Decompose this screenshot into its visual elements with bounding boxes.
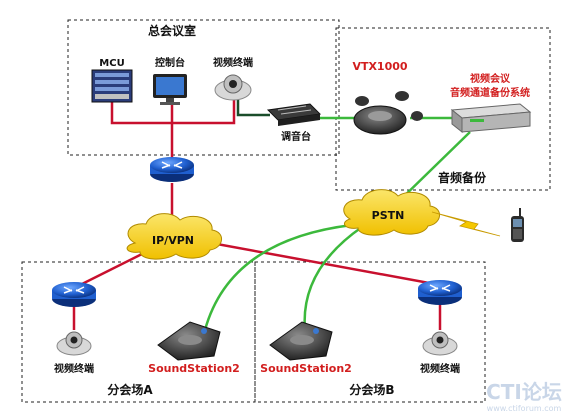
red-links xyxy=(72,98,442,330)
hq-zone-box xyxy=(67,19,340,156)
branch-a-video-terminal-label: 视频终端 xyxy=(54,362,94,375)
lightning-icon xyxy=(431,211,501,237)
mcu-device-icon xyxy=(91,69,133,103)
dark-links xyxy=(236,100,270,117)
hq-video-terminal-label: 视频终端 xyxy=(213,56,253,69)
ipvpn-label: IP/VPN xyxy=(152,234,194,247)
branch-b-zone-title: 分会场B xyxy=(349,382,394,397)
branch-b-video-terminal-label: 视频终端 xyxy=(420,362,460,375)
branch-a-soundstation-label: SoundStation2 xyxy=(148,362,240,375)
branch-b-zone-box xyxy=(254,261,486,403)
backup-system-box-icon xyxy=(450,103,532,134)
router-branch-b-icon xyxy=(418,280,462,305)
pstn-cloud xyxy=(343,189,440,236)
console-label: 控制台 xyxy=(155,56,185,69)
mixer-icon xyxy=(266,103,322,126)
console-monitor-icon xyxy=(153,74,187,105)
hq-camera-icon xyxy=(214,74,252,101)
branch-a-zone-title: 分会场A xyxy=(107,382,153,397)
audio-backup-zone-title: 音频备份 xyxy=(438,170,487,185)
vtx1000-label: VTX1000 xyxy=(352,60,407,73)
audio-backup-zone-box xyxy=(335,27,551,191)
backup-system-label-line2: 音频通道备份系统 xyxy=(450,86,530,99)
router-branch-a-icon xyxy=(52,282,96,307)
branch-a-camera-icon xyxy=(56,331,92,356)
branch-a-soundstation-icon xyxy=(157,321,221,361)
watermark-brand: CTI论坛 xyxy=(486,380,562,404)
vtx1000-phone-icon xyxy=(353,91,423,135)
branch-b-soundstation-icon xyxy=(269,321,333,361)
branch-b-soundstation-label: SoundStation2 xyxy=(260,362,352,375)
backup-system-label-line1: 视频会议 xyxy=(470,72,511,85)
pstn-label: PSTN xyxy=(372,209,405,222)
mobile-phone-icon xyxy=(511,208,524,242)
ipvpn-cloud xyxy=(126,213,222,260)
hq-zone-title: 总会议室 xyxy=(148,23,196,38)
watermark-url: www.ctiforum.com xyxy=(487,404,562,413)
router-hq-icon xyxy=(150,157,194,182)
mixer-label: 调音台 xyxy=(281,130,311,143)
mcu-label: MCU xyxy=(99,58,124,69)
branch-a-zone-box xyxy=(21,261,256,403)
branch-b-camera-icon xyxy=(422,331,458,356)
